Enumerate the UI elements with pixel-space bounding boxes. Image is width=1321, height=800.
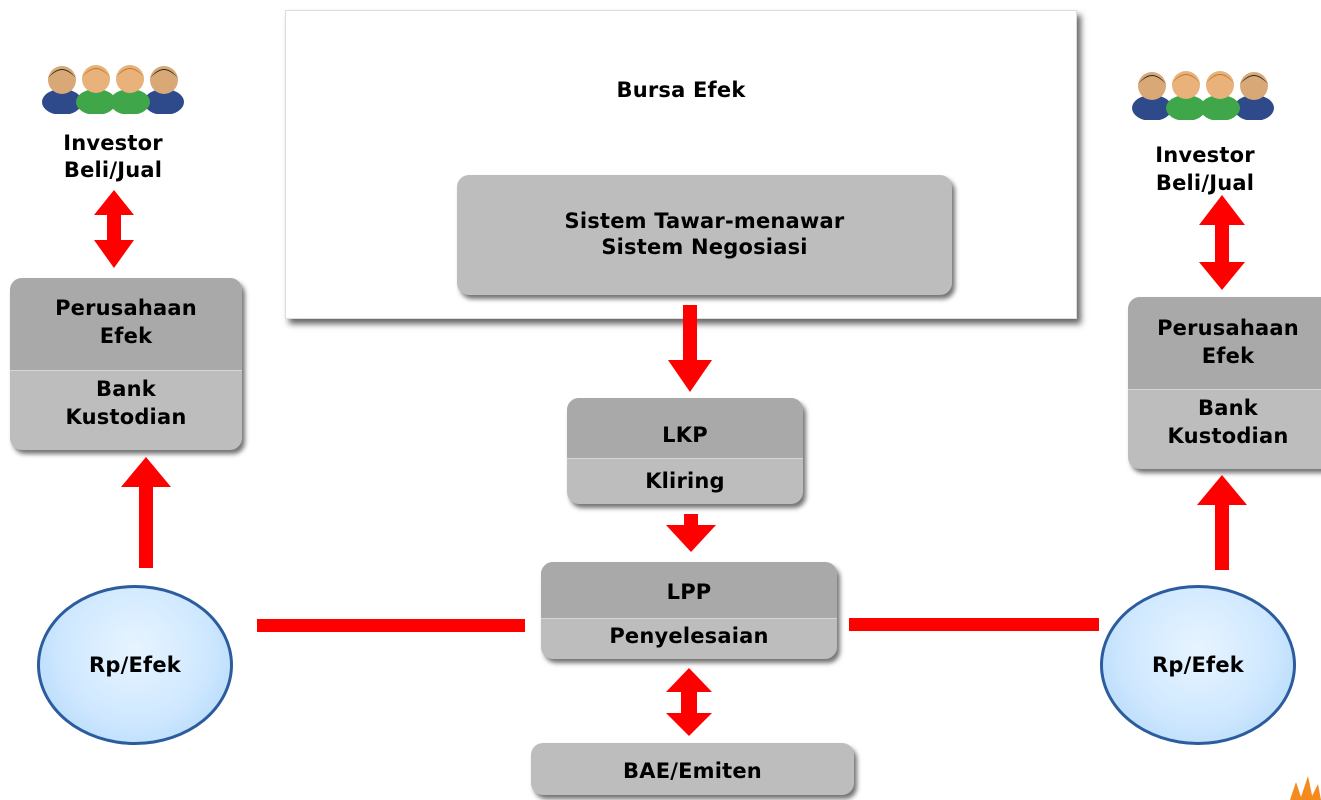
right-investor-line1: Investor [1155, 143, 1255, 167]
left-investor-line2: Beli/Jual [63, 158, 163, 182]
trading-system-box: Sistem Tawar-menawar Sistem Negosiasi [457, 175, 952, 295]
left-broker-custodian-box: Perusahaan Efek Bank Kustodian [10, 278, 242, 450]
right-broker-custodian-box: Perusahaan Efek Bank Kustodian [1128, 297, 1321, 469]
left-double-arrow [94, 190, 134, 268]
investor-group-icon [1132, 71, 1274, 120]
left-broker-line2: Efek [99, 324, 153, 348]
bae-emiten-label: BAE/Emiten [623, 759, 762, 783]
left-custodian-line1: Bank [96, 377, 156, 401]
bae-emiten-box: BAE/Emiten [531, 743, 854, 795]
right-rp-efek-circle: Rp/Efek [1100, 585, 1296, 745]
left-custodian-line2: Kustodian [65, 405, 187, 429]
left-up-arrow [121, 457, 171, 568]
left-investor-line1: Investor [63, 131, 163, 155]
right-connector-line [849, 618, 1099, 631]
right-investor-line2: Beli/Jual [1155, 171, 1255, 195]
left-rp-efek-label: Rp/Efek [89, 653, 181, 677]
lpp-title: LPP [666, 580, 712, 604]
right-custodian-line1: Bank [1198, 396, 1258, 420]
lkp-to-lpp-arrow [666, 514, 716, 552]
lpp-subtitle: Penyelesaian [609, 624, 769, 648]
lkp-title: LKP [662, 423, 708, 447]
lpp-box: LPP Penyelesaian [541, 562, 837, 659]
investor-group-icon [42, 65, 184, 114]
lpp-bae-double-arrow [666, 668, 712, 736]
bursa-efek-title: Bursa Efek [616, 78, 746, 102]
right-up-arrow [1197, 475, 1247, 570]
left-broker-line1: Perusahaan [55, 296, 197, 320]
right-rp-efek-label: Rp/Efek [1152, 653, 1244, 677]
lkp-subtitle: Kliring [645, 469, 725, 493]
left-connector-line [257, 619, 525, 632]
trading-to-lkp-arrow [668, 305, 712, 392]
right-custodian-line2: Kustodian [1167, 424, 1289, 448]
trading-system-line1: Sistem Tawar-menawar [564, 209, 845, 233]
left-rp-efek-circle: Rp/Efek [37, 585, 233, 745]
trading-system-line2: Sistem Negosiasi [601, 235, 808, 259]
right-broker-line1: Perusahaan [1157, 316, 1299, 340]
right-double-arrow [1199, 195, 1245, 290]
right-broker-line2: Efek [1201, 344, 1255, 368]
corner-burst-icon [1290, 776, 1321, 800]
lkp-box: LKP Kliring [567, 398, 803, 504]
